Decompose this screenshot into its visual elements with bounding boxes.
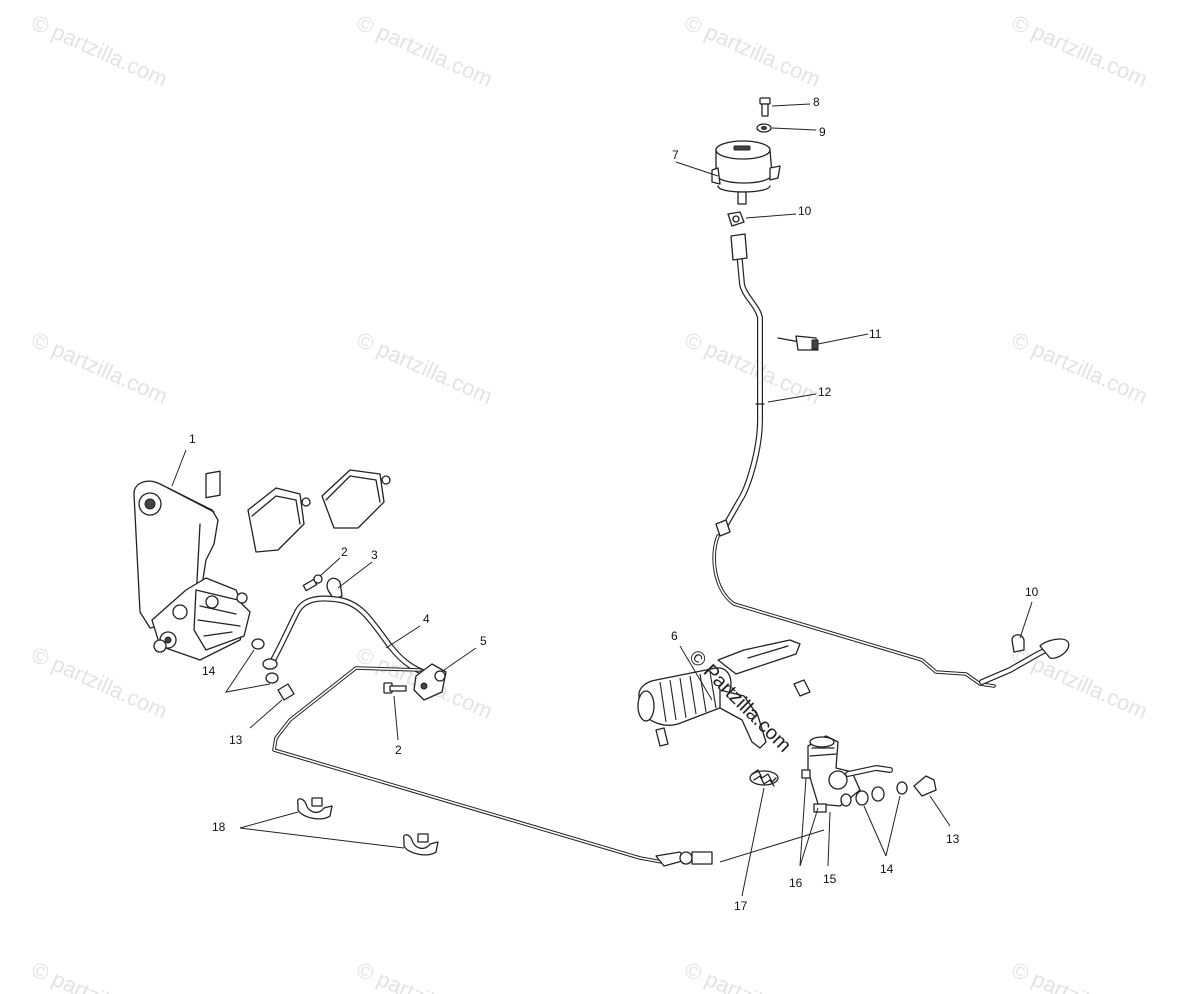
watermark: © partzilla.com: [1008, 327, 1151, 409]
callout-8: 8: [813, 95, 820, 109]
watermark: © partzilla.com: [353, 327, 496, 409]
callout-10-lower: 10: [1025, 585, 1039, 599]
part-18-clamp-upper[interactable]: [297, 797, 333, 820]
part-11-brake-switch[interactable]: [777, 335, 819, 351]
watermark: © partzilla.com: [681, 10, 824, 92]
callout-13-right: 13: [946, 832, 960, 846]
part-14-washer-left[interactable]: [251, 638, 279, 684]
part-6-grip-and-lever[interactable]: [637, 639, 811, 749]
callout-labels: 1 2 3 4 5 14 13 2 18 7 8 9 10 11 12 10 6…: [189, 95, 1039, 913]
callout-9: 9: [819, 125, 826, 139]
part-13-banjo-bolt-left[interactable]: [277, 683, 295, 701]
part-15-master-cylinder[interactable]: [801, 735, 893, 813]
rear-brake-line[interactable]: [272, 666, 713, 867]
watermark: © partzilla.com: [353, 10, 496, 92]
part-12-reservoir-hose[interactable]: [715, 233, 765, 537]
callout-14-right: 14: [880, 862, 894, 876]
part-14-washer-right[interactable]: [840, 781, 908, 807]
callout-2-lower: 2: [395, 743, 402, 757]
callout-1: 1: [189, 432, 196, 446]
callout-12: 12: [818, 385, 832, 399]
callout-7: 7: [672, 148, 679, 162]
part-4-brake-hose[interactable]: [262, 595, 431, 677]
callout-14-left: 14: [202, 664, 216, 678]
watermark: © partzilla.com: [353, 957, 496, 994]
part-5-junction-block[interactable]: [413, 663, 447, 701]
part-9-washer[interactable]: [756, 123, 772, 133]
part-2-bolt-lower[interactable]: [383, 682, 407, 694]
watermark: © partzilla.com: [28, 10, 171, 92]
watermark: © partzilla.com: [1008, 10, 1151, 92]
brake-pad-right[interactable]: [321, 469, 391, 529]
callout-5: 5: [480, 634, 487, 648]
part-2-bolt-upper[interactable]: [302, 574, 323, 592]
callout-4: 4: [423, 612, 430, 626]
part-3-clip[interactable]: [326, 577, 343, 601]
callout-13-left: 13: [229, 733, 243, 747]
part-17-spring[interactable]: [749, 769, 779, 787]
watermark: © partzilla.com: [28, 642, 171, 724]
watermark: © partzilla.com: [1008, 957, 1151, 994]
part-7-reservoir[interactable]: [711, 140, 781, 205]
brake-pad-left[interactable]: [247, 487, 311, 553]
callout-16: 16: [789, 876, 803, 890]
callout-15: 15: [823, 872, 837, 886]
callout-3: 3: [371, 548, 378, 562]
callout-2-upper: 2: [341, 545, 348, 559]
part-8-screw[interactable]: [759, 97, 771, 117]
watermark: © partzilla.com: [28, 957, 171, 994]
part-18-clamp-lower[interactable]: [403, 833, 439, 856]
part-10-clamp-lower[interactable]: [1011, 634, 1025, 653]
part-1-caliper-assembly[interactable]: [133, 470, 251, 661]
part-13-banjo-bolt-right[interactable]: [913, 775, 937, 797]
part-10-clamp-upper[interactable]: [727, 211, 745, 227]
rear-master-return-line[interactable]: [712, 534, 1070, 688]
watermark: © partzilla.com: [28, 327, 171, 409]
callout-17: 17: [734, 899, 748, 913]
leader-lines: [171, 103, 1033, 897]
callout-18: 18: [212, 820, 226, 834]
callout-6: 6: [671, 629, 678, 643]
watermark: © partzilla.com: [681, 957, 824, 994]
watermark: © partzilla.com: [1008, 642, 1151, 724]
callout-11: 11: [869, 327, 882, 341]
callout-10-upper: 10: [798, 204, 812, 218]
